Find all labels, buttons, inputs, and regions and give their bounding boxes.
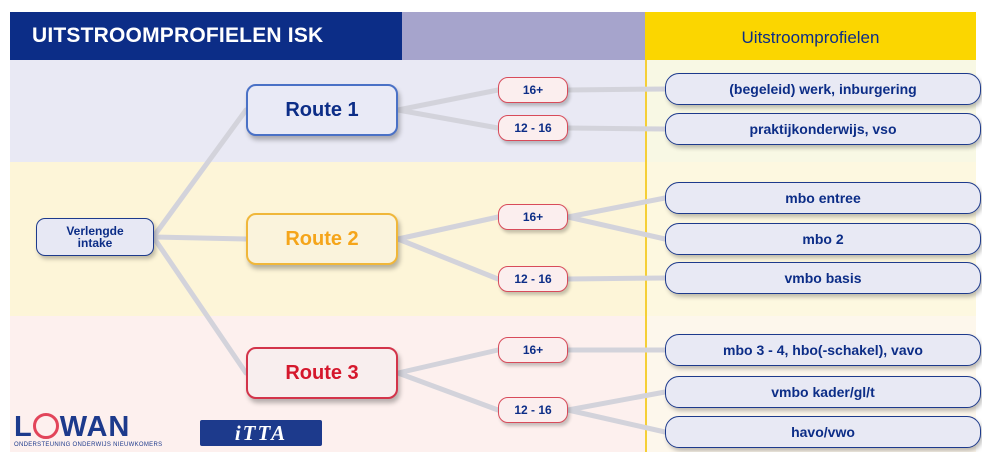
start-node-line2: intake [77, 236, 113, 250]
start-node-line1: Verlengde [66, 224, 124, 238]
lowan-logo-right: WAN [59, 411, 131, 443]
header-bar [10, 12, 402, 60]
outcome-praktijkonderwijs: praktijkonderwijs, vso [665, 113, 981, 145]
itta-logo [200, 420, 322, 446]
route-1-age-12-16: 12 - 16 [498, 115, 568, 141]
connector-route2-16plus [395, 214, 501, 242]
header-middle-block [402, 12, 645, 60]
connector-r1-16plus-out [565, 86, 668, 93]
route-1-age-16plus: 16+ [498, 77, 568, 103]
connector-start-route1 [151, 107, 249, 239]
start-node-verlengde-intake: Verlengde intake [36, 218, 154, 256]
outcome-mbo-entree: mbo entree [665, 182, 981, 214]
outcome-vmbo-kader: vmbo kader/gl/t [665, 376, 981, 408]
connector-r3-12-16-out1 [565, 389, 668, 413]
outcome-mbo-3-4: mbo 3 - 4, hbo(-schakel), vavo [665, 334, 981, 366]
route-2-age-12-16: 12 - 16 [498, 266, 568, 292]
lowan-logo: L WAN [14, 412, 130, 442]
connector-r1-12-16-out [565, 125, 668, 132]
connector-r2-12-16-out [565, 275, 668, 282]
connector-r3-12-16-out2 [565, 407, 668, 435]
route-2-node: Route 2 [246, 213, 398, 265]
lowan-smiley-icon [32, 413, 59, 439]
connector-r2-16plus-out2 [565, 214, 668, 242]
outcome-mbo-2: mbo 2 [665, 223, 981, 255]
outcome-havo-vwo: havo/vwo [665, 416, 981, 448]
outcome-begeleid-werk: (begeleid) werk, inburgering [665, 73, 981, 105]
connector-route1-16plus [395, 87, 501, 113]
page-title: UITSTROOMPROFIELEN ISK [32, 24, 324, 47]
lowan-logo-left: L [14, 411, 32, 443]
header-right-block [645, 12, 976, 60]
connector-route3-12-16 [395, 370, 501, 413]
route-1-node: Route 1 [246, 84, 398, 136]
route-3-node: Route 3 [246, 347, 398, 399]
connector-route1-12-16 [395, 107, 501, 131]
outcomes-column-title: Uitstroomprofielen [741, 28, 880, 47]
route-3-age-16plus: 16+ [498, 337, 568, 363]
column-separator [645, 60, 647, 452]
outcome-vmbo-basis: vmbo basis [665, 262, 981, 294]
itta-logo-text: iTTA [234, 421, 288, 445]
connector-r2-16plus-out1 [565, 195, 668, 220]
connector-start-route3 [151, 235, 249, 376]
route-2-age-16plus: 16+ [498, 204, 568, 230]
connector-route3-16plus [395, 347, 501, 376]
connector-route2-12-16 [395, 236, 501, 282]
lowan-subtitle: ONDERSTEUNING ONDERWIJS NIEUWKOMERS [14, 442, 163, 448]
route-3-age-12-16: 12 - 16 [498, 397, 568, 423]
connector-start-route2 [151, 234, 249, 242]
